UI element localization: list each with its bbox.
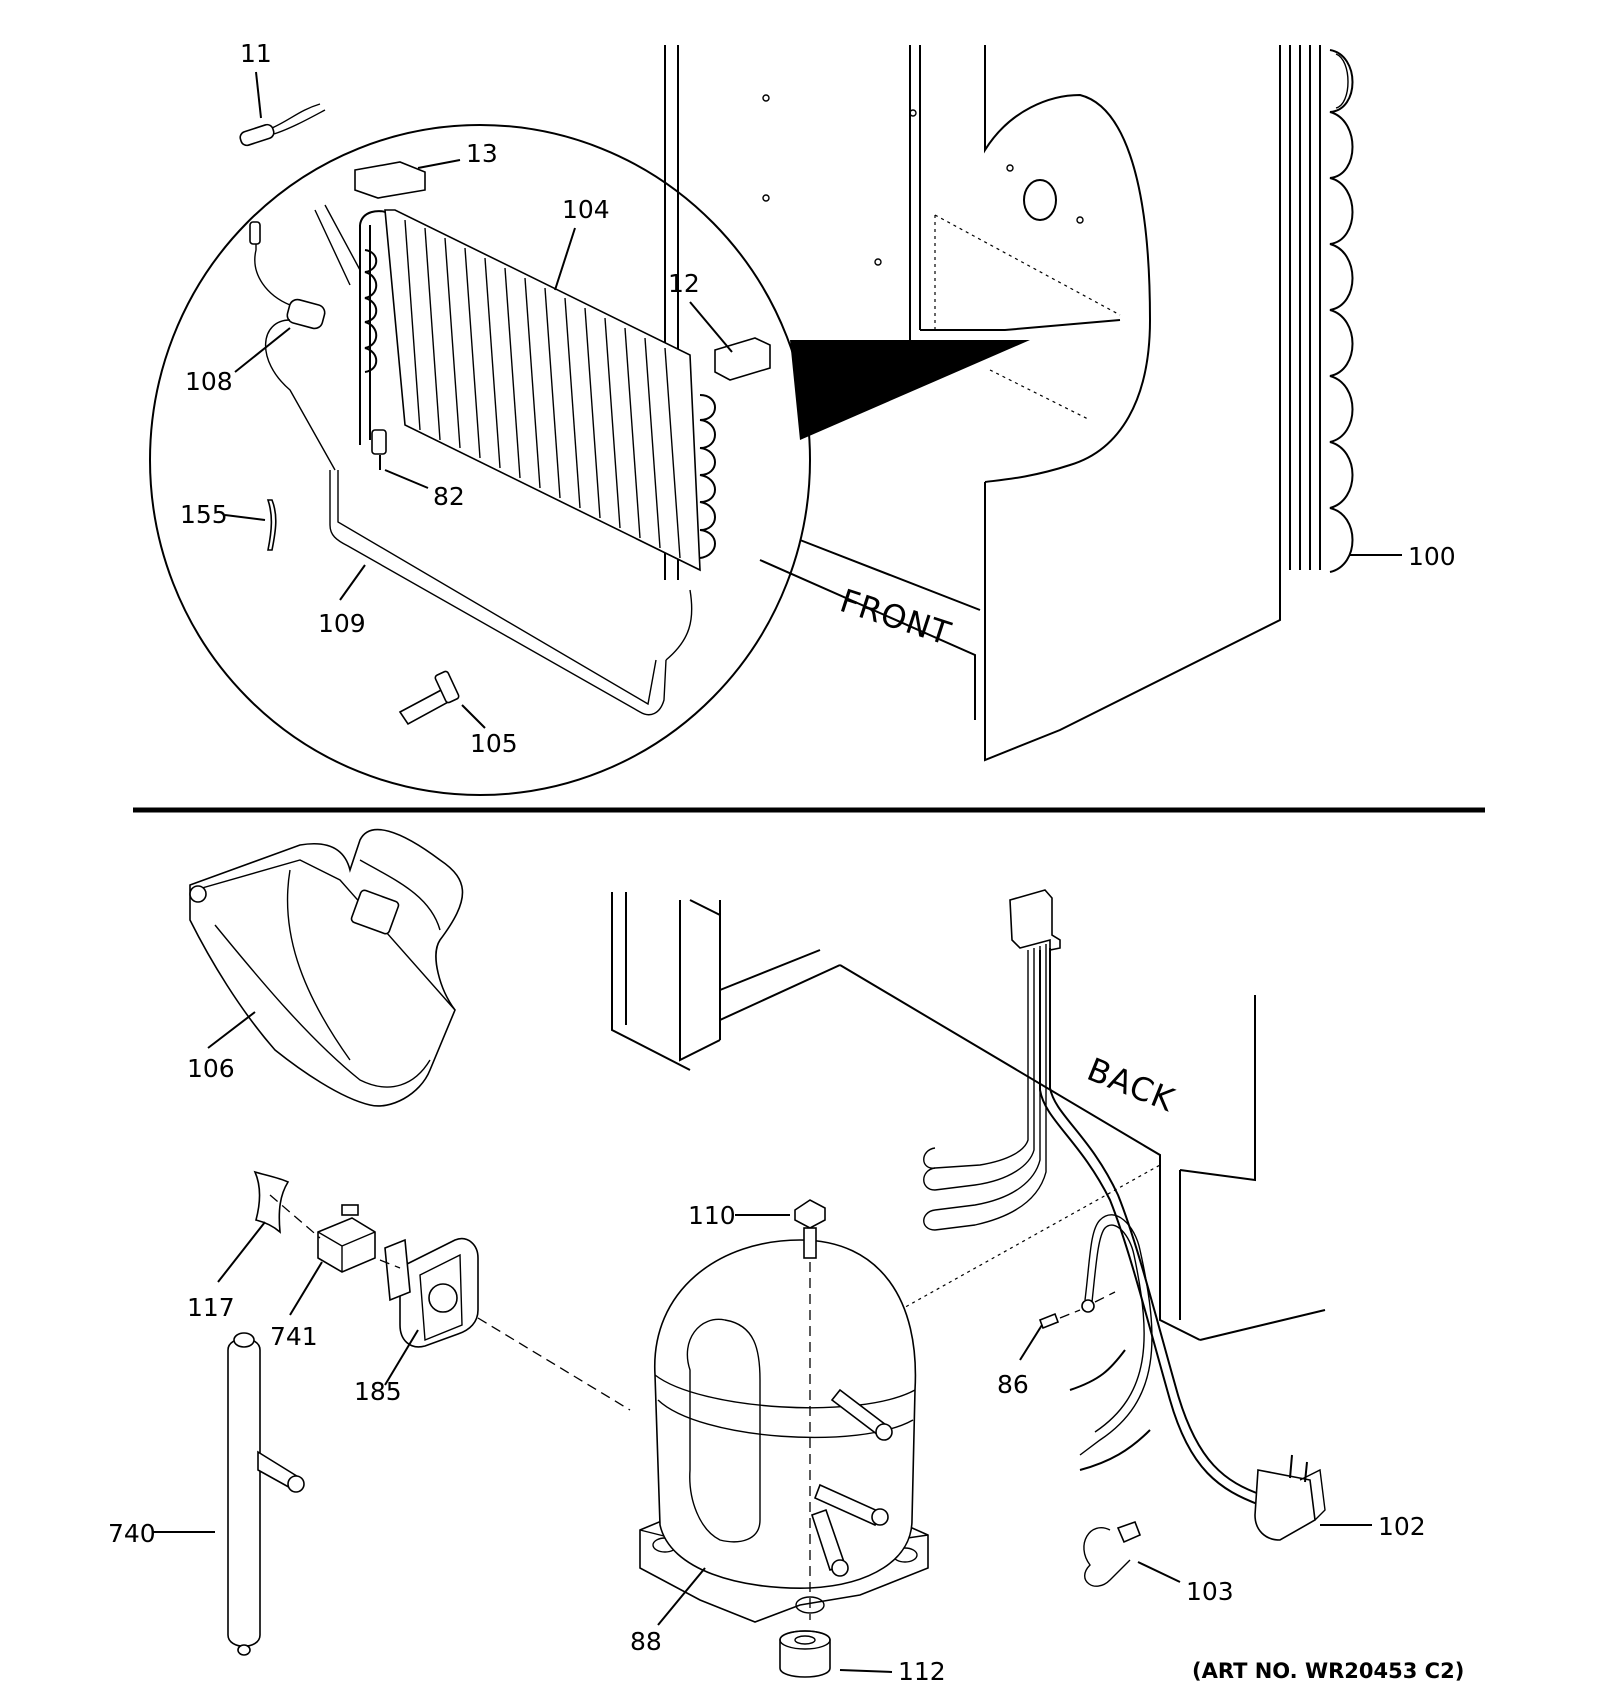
callout-105: 105 [470, 729, 518, 758]
freezer-cabinet-outline [664, 45, 1281, 762]
callout-13: 13 [466, 139, 498, 168]
machine-compartment-outline [611, 892, 1326, 1341]
callout-110: 110 [688, 1201, 736, 1230]
relay-185 [384, 1238, 479, 1348]
cover-clip-117 [253, 1170, 290, 1234]
cord-clamp-103 [1083, 1520, 1142, 1587]
defrost-heater-109 [329, 470, 667, 716]
grommet-112 [779, 1630, 831, 1678]
callout-109: 109 [318, 609, 366, 638]
callout-11: 11 [240, 39, 272, 68]
screw-110 [794, 1199, 826, 1259]
thermostat-108 [249, 204, 361, 471]
callout-82: 82 [433, 482, 465, 511]
power-cord-102 [923, 889, 1326, 1541]
callout-86: 86 [997, 1370, 1029, 1399]
callout-100: 100 [1408, 542, 1456, 571]
callout-117: 117 [187, 1293, 235, 1322]
bracket-12 [714, 337, 771, 381]
callout-103: 103 [1186, 1577, 1234, 1606]
condenser-coil [1289, 45, 1354, 573]
bracket-13 [354, 161, 426, 199]
grommet-105 [398, 670, 460, 726]
evaporator-detail-circle [149, 124, 811, 796]
evaporator-coil [359, 209, 716, 572]
callout-112: 112 [898, 1657, 946, 1686]
callout-741: 741 [270, 1322, 318, 1351]
callout-155: 155 [180, 500, 228, 529]
heater-clip-82 [371, 429, 387, 455]
callout-108: 108 [185, 367, 233, 396]
ground-wire-86 [1038, 1214, 1153, 1471]
front-label: FRONT [836, 581, 956, 652]
overload-protector-741 [317, 1204, 376, 1273]
callout-740: 740 [108, 1519, 156, 1548]
callout-104: 104 [562, 195, 610, 224]
compressor-88 [639, 1239, 929, 1623]
drier-740 [227, 1332, 305, 1656]
callout-185: 185 [354, 1377, 402, 1406]
callout-12: 12 [668, 269, 700, 298]
callout-102: 102 [1378, 1512, 1426, 1541]
art-number: (ART NO. WR20453 C2) [1192, 1659, 1464, 1683]
clip-155 [266, 499, 277, 551]
callout-88: 88 [630, 1627, 662, 1656]
drain-pan-106 [189, 828, 464, 1107]
detail-pointer [790, 340, 1030, 440]
back-label: BACK [1082, 1050, 1180, 1119]
sensor-11 [239, 103, 326, 147]
callout-106: 106 [187, 1054, 235, 1083]
